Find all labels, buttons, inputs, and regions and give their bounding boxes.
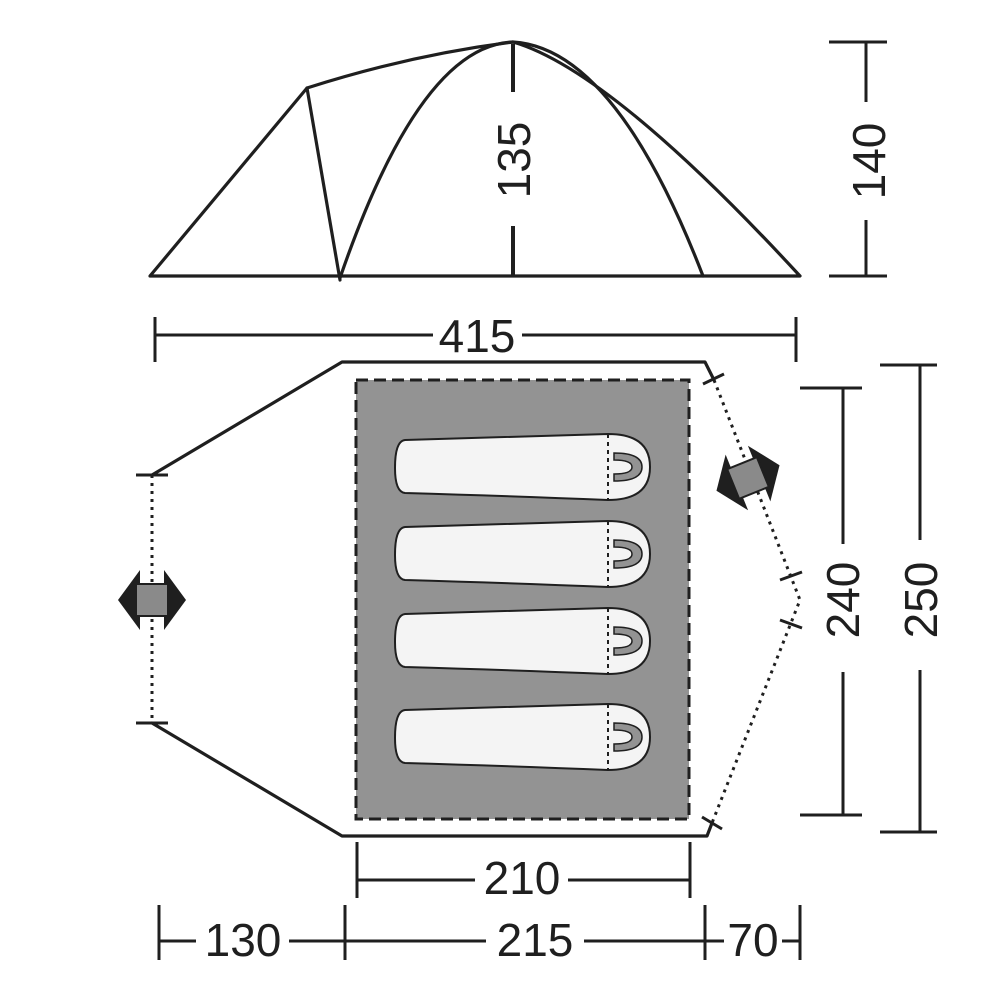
tent-top-view: 240 250 210 130 215 70 <box>118 360 947 966</box>
sleeping-bag-4 <box>393 702 652 772</box>
sleeping-bag-2-head <box>613 539 643 569</box>
left-door-arrow-left <box>118 570 140 630</box>
sleeping-bag-icon <box>393 519 652 589</box>
dimension-center-height: 135 <box>488 122 540 199</box>
sleeping-bag-icon <box>393 702 652 772</box>
right-door-zipper <box>710 379 802 824</box>
tent-side-outline <box>148 40 802 278</box>
dimension-vestibule-back: 70 <box>727 914 778 966</box>
sleeping-bag-1-head <box>613 452 643 482</box>
sleeping-bag-2 <box>393 519 652 589</box>
right-door-band <box>725 455 771 501</box>
dimension-middle-length: 215 <box>497 914 574 966</box>
fly-outline-bottom <box>150 721 714 838</box>
dimension-inner-width: 240 <box>817 562 869 639</box>
tent-vestibule-pole <box>305 86 342 282</box>
sleeping-bag-3-head <box>613 626 643 656</box>
dimension-vestibule-front: 130 <box>205 914 282 966</box>
tent-main-arch <box>338 40 705 280</box>
sleeping-bag-icon <box>393 606 652 676</box>
dimension-inner-length: 210 <box>484 852 561 904</box>
inner-tent-outline <box>354 378 691 821</box>
sleeping-bag-icon <box>393 432 652 502</box>
sleeping-bag-1 <box>393 432 652 502</box>
right-door-tick-4 <box>701 815 723 831</box>
double-arrow-icon <box>716 445 780 511</box>
right-door-tick-1 <box>702 372 725 386</box>
double-arrow-icon <box>118 570 186 630</box>
dimension-total-width: 250 <box>895 562 947 639</box>
dimension-total-height: 140 <box>843 123 895 200</box>
fly-outline-top <box>150 360 716 477</box>
sleeping-bag-3 <box>393 606 652 676</box>
right-door-tick-2 <box>779 570 803 582</box>
left-door-band <box>135 583 169 617</box>
left-door-arrow-right <box>164 570 186 630</box>
tent-side-view: 135 140 415 <box>148 40 895 362</box>
dimension-total-length: 415 <box>439 310 516 362</box>
right-door-tick-3 <box>779 618 803 630</box>
sleeping-bag-4-head <box>613 722 643 752</box>
